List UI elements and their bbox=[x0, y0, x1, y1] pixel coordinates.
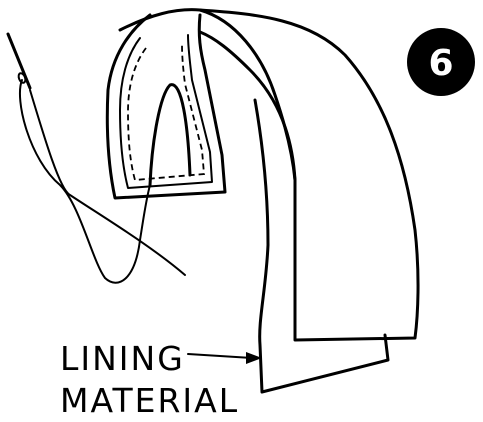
fabric-strip-outer bbox=[120, 10, 418, 340]
thread bbox=[20, 80, 150, 283]
step-number: 6 bbox=[428, 43, 453, 84]
label-line1: LINING bbox=[60, 339, 185, 378]
stitch-line bbox=[128, 45, 204, 180]
fabric-strip-fold-edge bbox=[200, 10, 295, 180]
leader-line bbox=[188, 354, 252, 358]
label-line2: MATERIAL bbox=[60, 381, 239, 420]
lining-material-layer bbox=[255, 100, 388, 392]
pocket-flap-inner bbox=[120, 35, 212, 188]
flap-cutout bbox=[150, 85, 190, 185]
